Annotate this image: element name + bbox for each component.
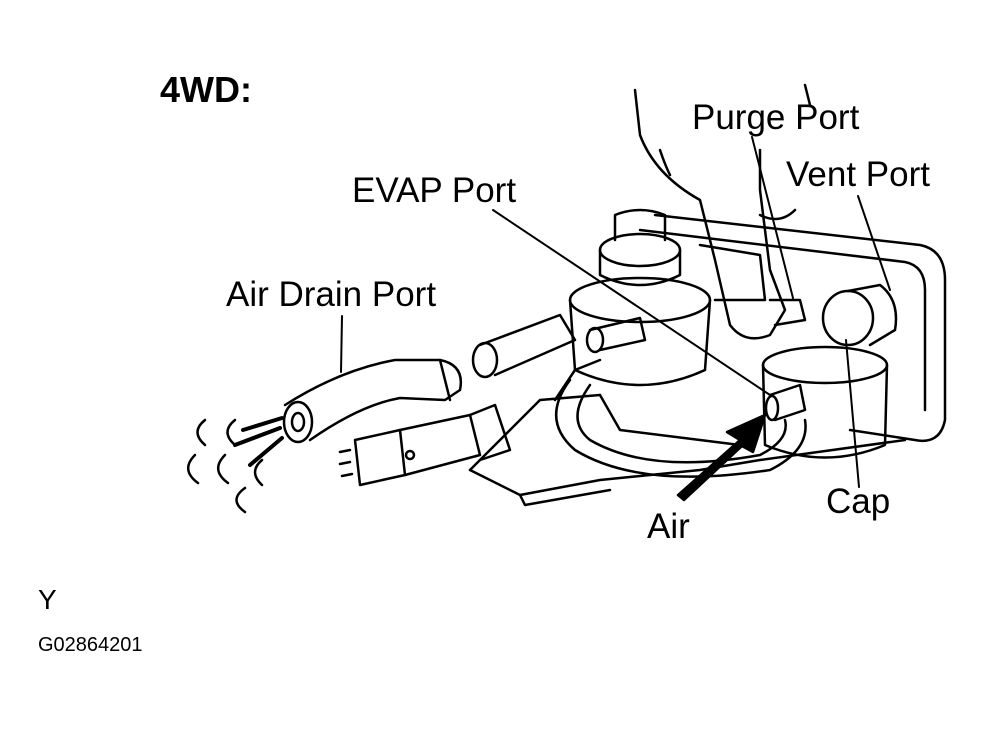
diagram-heading: 4WD: xyxy=(160,69,252,110)
purge-port-pipe xyxy=(768,298,807,327)
evap-port-label: EVAP Port xyxy=(352,171,517,210)
air-label: Air xyxy=(647,507,690,546)
valve-body xyxy=(568,208,767,387)
cap-label: Cap xyxy=(826,482,891,521)
vent-port-label: Vent Port xyxy=(786,155,930,194)
air-spray xyxy=(187,416,284,514)
air-drain-hose xyxy=(282,358,463,444)
leader-lines xyxy=(340,136,891,488)
electrical-connector xyxy=(338,403,512,487)
air-drain-port-label: Air Drain Port xyxy=(226,275,437,314)
loop-hose xyxy=(555,378,807,478)
air-arrow xyxy=(676,413,767,502)
figure-code: G02864201 xyxy=(38,634,143,656)
left-pipes xyxy=(471,313,647,379)
region-code: Y xyxy=(38,584,57,615)
evap-port-nipple xyxy=(764,383,807,422)
vent-port-cap xyxy=(821,283,898,347)
right-cylinder xyxy=(761,345,889,459)
hand-finger xyxy=(633,83,812,340)
purge-port-label: Purge Port xyxy=(692,98,860,137)
